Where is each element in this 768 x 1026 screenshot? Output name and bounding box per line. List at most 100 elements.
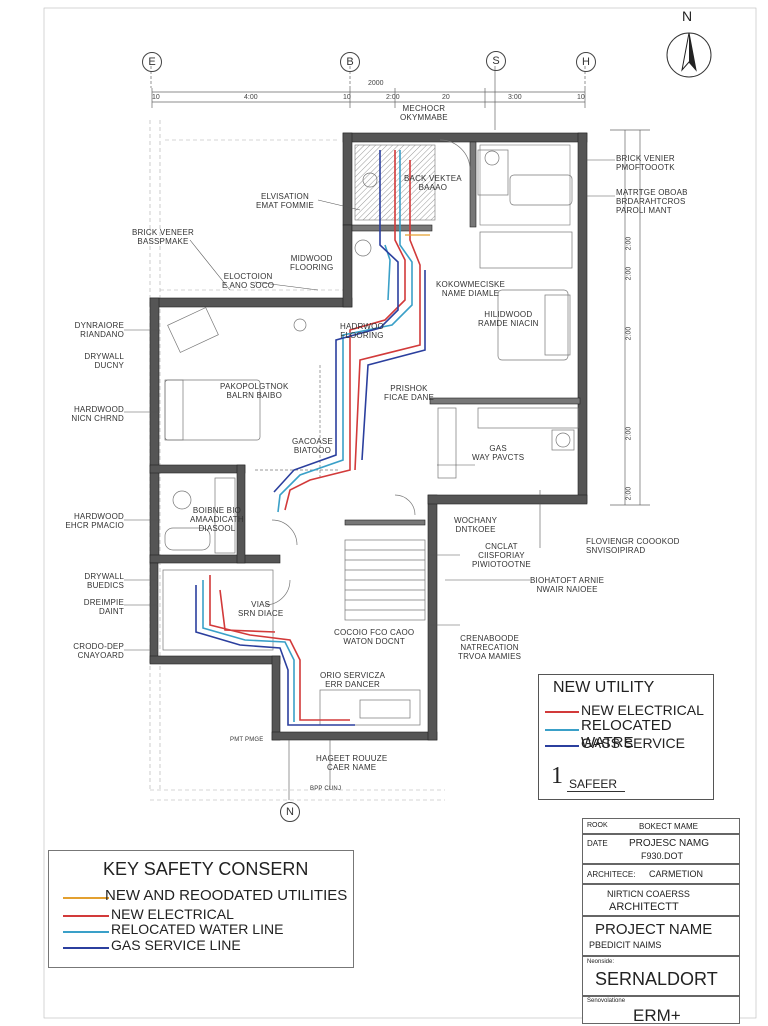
tb-r2-left: DATE (587, 839, 608, 848)
north-arrow-symbol (666, 32, 712, 78)
key-legend-title: KEY SAFETY CONSERN (103, 859, 309, 879)
top-dimension-lines (150, 66, 586, 130)
utility-legend-title: NEW UTILITY (553, 679, 655, 696)
orange-runs (405, 234, 430, 236)
label-kitchen-mechanic: KOKOWMECISKE NAME DIAMLE (436, 280, 506, 298)
tb-r4-1: NIRTICN COAERSS (607, 889, 690, 899)
label-drywall-top: DRYWALL DUCNY (84, 352, 124, 370)
utility-legend-scale-num: 1 (551, 763, 563, 789)
tb-r7-small: Senovolatione (587, 998, 626, 1004)
right-dimension-lines (610, 129, 650, 506)
dim-overall: 2000 (368, 80, 384, 87)
tb-row-3: ARCHITECE: CARMETION (582, 864, 740, 884)
electrical-runs (209, 150, 421, 721)
water-runs (202, 150, 413, 722)
label-material-board: MATRTGE OBOAB BRDARAHTCROS PAROLI MANT (616, 188, 688, 215)
label-mechanical: MECHOCR OKYMMABE (400, 104, 448, 122)
tb-row-7: Senovolatione ERM+ (582, 996, 740, 1025)
label-elect-center: ELOCTOION E ANO SOCO (222, 272, 275, 290)
utility-legend: NEW UTILITY NEW ELECTRICAL RELOCATED WAT… (538, 674, 714, 800)
key-safety-legend: KEY SAFETY CONSERN NEW AND REOODATED UTI… (48, 850, 354, 968)
tb-r5-1: PROJECT NAME (595, 921, 713, 938)
label-brick-veneer-right: BRICK VENIER PMOFTOOOTK (616, 154, 675, 172)
dim-d1: 10 (152, 94, 160, 101)
key-legend-swatch-2 (63, 915, 109, 917)
tb-row-2: DATE PROJESC NAMG F930.DOT (582, 834, 740, 864)
label-elevation: ELVISATION EMAT FOMMIE (256, 192, 314, 210)
utility-legend-swatch-1 (545, 711, 579, 713)
key-legend-swatch-3 (63, 931, 109, 933)
label-hanger-fouse: HAGEET ROUUZE CAER NAME (316, 754, 388, 772)
label-via-garage: VIAS SRN DIACE (238, 600, 284, 618)
grid-bubble-b: B (340, 52, 360, 72)
north-letter: N (682, 8, 693, 24)
label-midwood-flooring: MIDWOOD FLOORING (290, 254, 334, 272)
grid-bubble-n-bottom: N (280, 802, 300, 822)
label-orio-service: ORIO SERVICZA ERR DANCER (320, 671, 386, 689)
utility-legend-item-3: GASS SERVICE (581, 735, 686, 751)
dim-d5: 20 (442, 94, 450, 101)
dim-r2: 2:00 (625, 266, 633, 281)
label-bathroom: BOIBNE BIO AMAADICATH DIASOOL (190, 506, 244, 533)
key-legend-item-3: RELOCATED WATER LINE (111, 921, 284, 937)
tb-row-1: ROOK BOKECT MAME (582, 818, 740, 834)
label-garage-bath: GACOASE BIATOOO (292, 437, 333, 455)
grid-bubble-h: H (576, 52, 596, 72)
tb-row-4: NIRTICN COAERSS ARCHITECTT (582, 884, 740, 916)
tb-r6-main: SERNALDORT (595, 969, 718, 989)
label-drywall-lower: DRYWALL BUEDICS (84, 572, 124, 590)
dim-r4: 2:00 (625, 426, 633, 441)
label-corner-pad: COCOIO FCO CAOO WATON DOCNT (334, 628, 415, 646)
label-hardwood-lower: HARDWOOD EHCR PMACIO (65, 512, 124, 530)
tb-r5-2: PBEDICIT NAIMS (589, 940, 662, 950)
key-legend-swatch-4 (63, 947, 109, 949)
dim-r3: 2:00 (625, 326, 633, 341)
gas-runs (195, 150, 426, 726)
title-block: ROOK BOKECT MAME DATE PROJESC NAMG F930.… (582, 818, 740, 1025)
dim-d4: 2:00 (386, 94, 400, 101)
dim-d3: 10 (343, 94, 351, 101)
label-hardwood-flooring: HADRWOO FLOORING (340, 322, 384, 340)
label-drainage: DREIMPIE DAINT (83, 598, 124, 616)
construction-lines (149, 120, 445, 801)
tb-r1-left: ROOK (587, 822, 608, 829)
label-brick-veneer-left: BRICK VENEER BASSPMAKE (132, 228, 194, 246)
label-dynamic-finish: DYNRAIORE RIANDANO (74, 321, 124, 339)
utility-legend-scale-line (567, 791, 625, 792)
tb-r3-left: ARCHITECE: (587, 870, 636, 879)
label-gas-way: GAS WAY PAVCTS (472, 444, 525, 462)
tb-r6-small: Neonside: (587, 959, 615, 965)
grid-bubble-e: E (142, 52, 162, 72)
tb-r2-right-1: PROJESC NAMG (629, 838, 710, 849)
label-crenabode: CRENABOODE NATRECATION TRVOA MAMIES (458, 634, 522, 661)
grid-bubble-s: S (486, 51, 506, 71)
dim-r5: 2:00 (625, 486, 633, 501)
key-legend-item-4: GAS SERVICE LINE (111, 937, 241, 953)
sheet-border (43, 7, 757, 1019)
dim-d7: 10 (577, 94, 585, 101)
dim-r1: 2:00 (625, 236, 633, 251)
interior-lines (162, 139, 579, 726)
utility-legend-item-1: NEW ELECTRICAL (581, 702, 704, 718)
leader-lines (124, 159, 615, 800)
label-bioraft: BIOHATOFT ARNIE NWAIR NAIOEE (530, 576, 605, 594)
label-small-2: PMT PMGE (230, 737, 264, 743)
utility-legend-scale-label: SAFEER (569, 777, 618, 791)
tb-r3-right: CARMETION (649, 869, 703, 879)
label-follower: FLOVIENGR COOOKOD SNVISOIPIRAD (586, 537, 680, 555)
tb-r1-right: BOKECT MAME (639, 822, 698, 831)
tb-r7-main: ERM+ (633, 1006, 681, 1025)
label-circle-entry: CNCLAT CIISFORIAY PIWIOTOOTNE (472, 542, 531, 569)
hatched-areas (354, 144, 571, 226)
label-back-vertical: BACK VEKTEA BAAAO (404, 174, 462, 192)
tb-row-5: PROJECT NAME PBEDICIT NAIMS (582, 916, 740, 956)
label-hardwood-left: HARDWOOD NICN CHRND (71, 405, 124, 423)
label-family-room: PAKOPOLGTNOK BALRN BAIBO (220, 382, 289, 400)
tb-r2-right-2: F930.DOT (641, 851, 684, 861)
walls (149, 132, 588, 741)
key-legend-item-2: NEW ELECTRICAL (111, 906, 234, 922)
label-hardwood-room: HILIDWOOD RAMDE NIACIN (478, 310, 539, 328)
utility-legend-swatch-2 (545, 729, 579, 731)
tb-r4-2: ARCHITECTT (609, 901, 679, 913)
